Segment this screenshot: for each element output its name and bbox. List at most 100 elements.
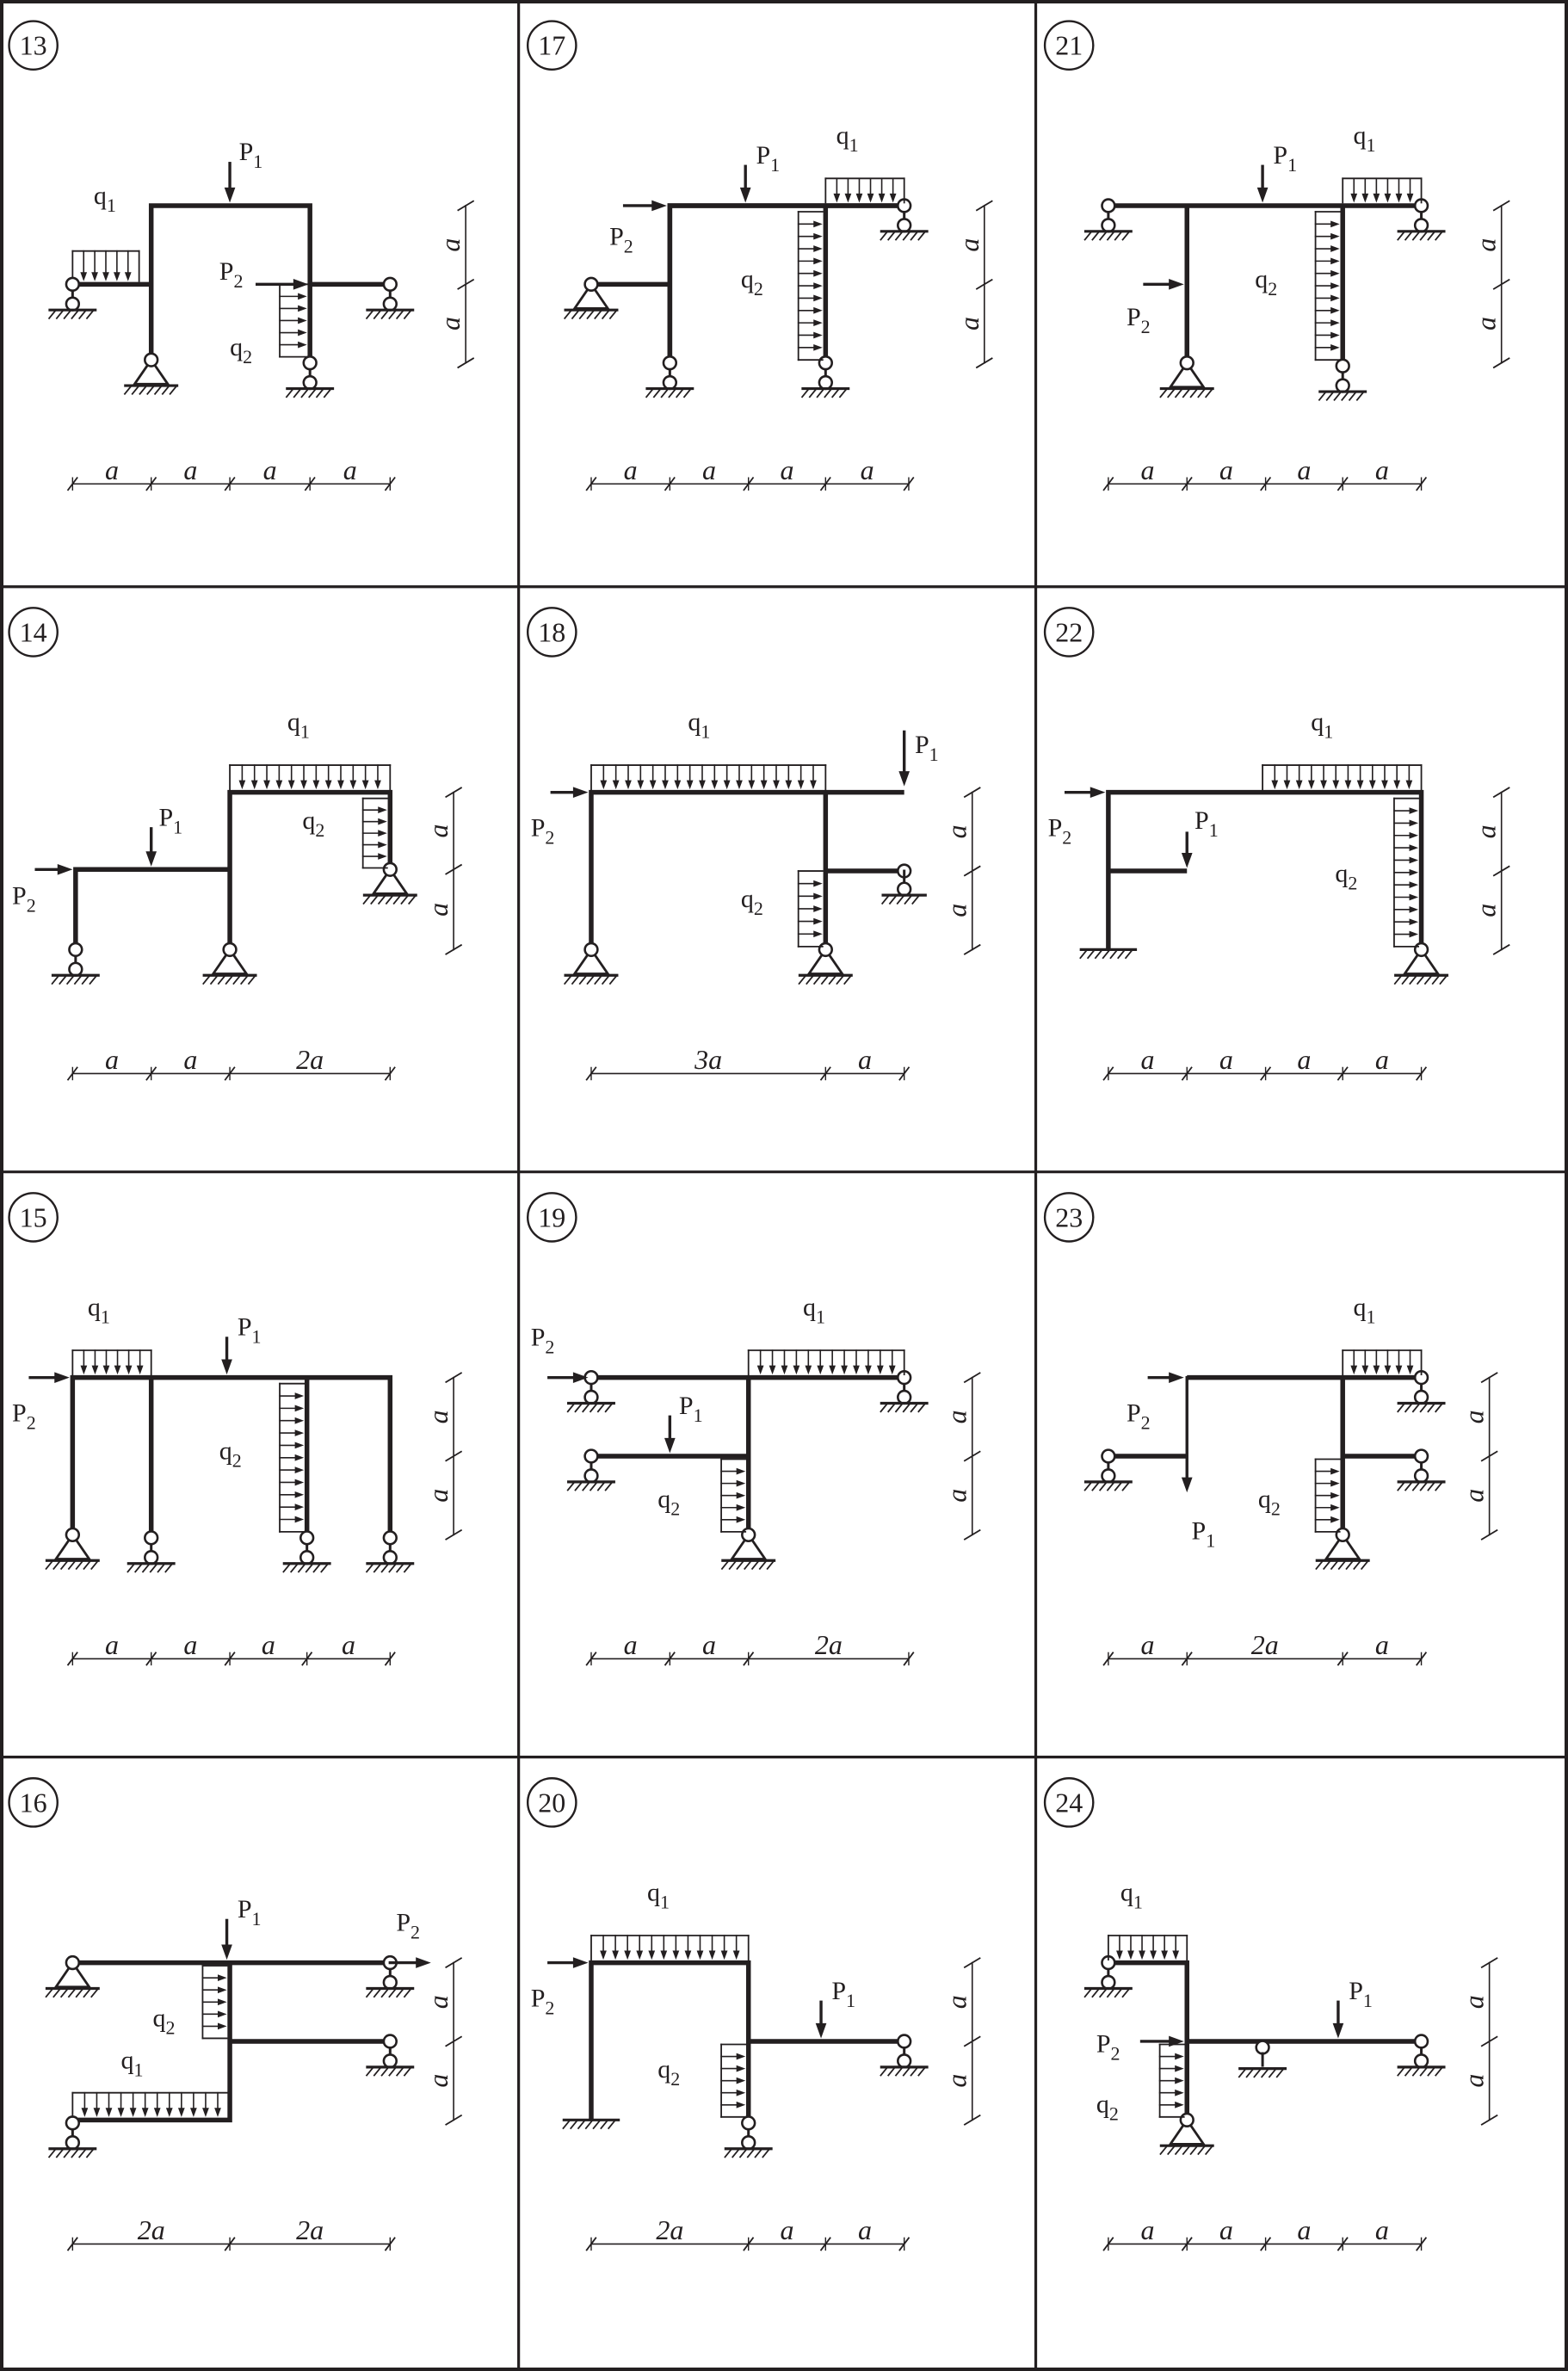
label-subscript: 1 (1363, 1990, 1373, 2011)
ground-hatch (395, 308, 405, 320)
load-arrow-head (1373, 1365, 1380, 1375)
ground-hatch (403, 308, 413, 320)
load-label: P1 (679, 1392, 703, 1426)
ground-hatch (153, 384, 164, 395)
hinge-circle (1101, 1974, 1116, 1991)
load-label: q1 (1354, 121, 1376, 156)
ground-hatch (894, 230, 904, 241)
load-arrow-head (805, 1365, 812, 1375)
hinge-circle (382, 2034, 398, 2049)
load-arrow-head (294, 1516, 305, 1523)
load-arrow-head (813, 930, 823, 938)
ground-hatch (1434, 230, 1444, 241)
load-arrow-head (612, 1950, 619, 1960)
ground-hatch (601, 974, 611, 985)
ground-hatch (1419, 2065, 1429, 2077)
load-arrow-head (177, 2108, 185, 2117)
ground-hatch (380, 2065, 390, 2077)
load-arrow-head (1361, 193, 1369, 203)
load-arrow-head (1384, 193, 1392, 203)
ground-hatch (305, 1562, 314, 1573)
load-arrow-head (1320, 780, 1327, 790)
ground-hatch (600, 2119, 609, 2130)
ground-hatch (1353, 1559, 1362, 1571)
dimension-label: a (105, 1044, 119, 1075)
ground-hatch (373, 308, 383, 320)
dimension-label: a (183, 1629, 197, 1660)
load-label: P2 (12, 882, 36, 917)
ground-hatch (90, 1559, 100, 1571)
ground-hatch (77, 2147, 88, 2158)
ground-hatch (1404, 1402, 1414, 1413)
load-arrow-head (238, 780, 246, 790)
ground-hatch (169, 384, 178, 395)
load-arrow-head (294, 1417, 305, 1424)
frame-member (589, 1960, 751, 2121)
load-label: q2 (1335, 859, 1357, 893)
ground-hatch (1397, 1480, 1406, 1491)
label-subscript: 1 (660, 1892, 670, 1913)
ground-hatch (1268, 2067, 1278, 2078)
frame-member (70, 1374, 393, 1535)
load-arrow-head (378, 841, 387, 849)
load-arrow-head (736, 1491, 746, 1499)
load-arrow-head (105, 2108, 113, 2117)
load-arrow-head (190, 2108, 197, 2117)
ground-hatch (744, 1559, 753, 1571)
ground-hatch (812, 974, 823, 985)
dimension-label: a (263, 454, 277, 485)
horizontal-roller-support (880, 863, 927, 905)
ground-hatch (1434, 1480, 1444, 1491)
dimension-label: a (435, 317, 466, 330)
ground-hatch (59, 1987, 70, 1998)
load-arrow-head (1139, 1950, 1145, 1960)
scheme-number: 18 (526, 607, 577, 658)
hinge-circle (583, 1389, 599, 1405)
hinge-circle (1101, 198, 1116, 213)
ground-hatch (1427, 230, 1436, 241)
load-arrow-head (1409, 844, 1419, 851)
ground-hatch (1411, 1480, 1422, 1491)
dimension-label: 2a (296, 1044, 324, 1075)
label-subscript: 2 (670, 1498, 680, 1520)
distributed-load-vertical (824, 177, 905, 204)
ground-hatch (1318, 390, 1328, 401)
ground-hatch (388, 1987, 398, 1998)
dimension-tick (963, 1372, 981, 1384)
hinge-circle (818, 374, 833, 391)
dimension-vertical: aa (1471, 200, 1510, 369)
ground-hatch (566, 1402, 576, 1413)
label-subscript: 2 (411, 1922, 420, 1943)
ground-hatch (1197, 2144, 1207, 2156)
ground-hatch (71, 308, 80, 320)
load-label: P2 (12, 1399, 36, 1434)
dimension-label: a (183, 454, 197, 485)
load-arrow-head (218, 1974, 227, 1982)
ground-hatch (1397, 2065, 1406, 2077)
dimension-tick (445, 2035, 463, 2047)
ground-hatch (83, 1987, 92, 1998)
load-arrow-head (349, 780, 357, 790)
dimension-vertical: aa (941, 1372, 981, 1541)
hinge-circle (382, 1550, 398, 1565)
roller-support (282, 1530, 331, 1573)
dimension-label: a (1375, 454, 1389, 485)
label-subscript: 1 (816, 1306, 825, 1328)
pin-support (1159, 355, 1214, 398)
load-arrow-head (294, 1454, 305, 1461)
support-triangle (729, 1532, 768, 1560)
ground-hatch (594, 308, 603, 320)
roller-support (645, 355, 694, 398)
hinge-circle (68, 961, 83, 977)
load-arrow-head (91, 272, 98, 281)
load-arrow-head (93, 2108, 101, 2117)
frame-member (589, 789, 904, 950)
ground-hatch (1393, 974, 1403, 985)
pin-support (202, 942, 257, 985)
